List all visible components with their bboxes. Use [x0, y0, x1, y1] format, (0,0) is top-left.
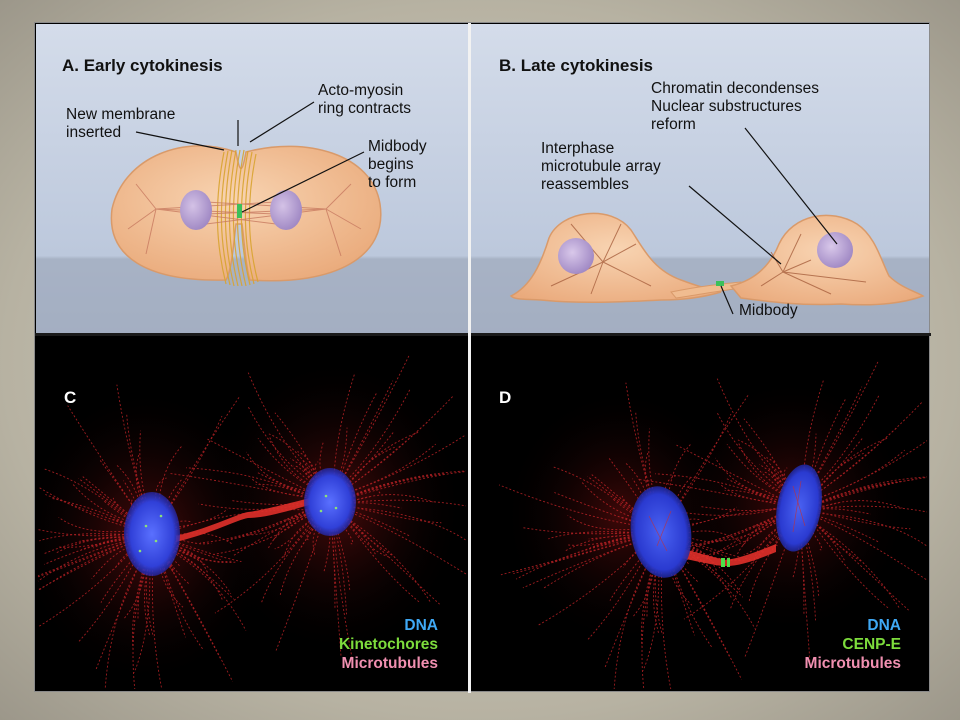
- label-new-membrane: New membrane inserted: [66, 106, 176, 141]
- panel-a-early-cytokinesis: A. Early cytokinesis New membrane insert…: [36, 24, 468, 333]
- dna-right: [304, 468, 356, 536]
- nucleus-right: [270, 190, 302, 230]
- panel-d-micrograph: D DNA CENP-E Microtubules: [471, 336, 929, 691]
- panel-d-legend: DNA CENP-E Microtubules: [805, 616, 901, 673]
- midbody: [237, 204, 242, 218]
- panel-d-fluorescence-image: [471, 336, 929, 691]
- panel-b-title: B. Late cytokinesis: [499, 56, 654, 75]
- legend-kinetochores: Kinetochores: [338, 636, 438, 653]
- cenp-e-midbody: [721, 558, 725, 567]
- label-chromatin-decondenses: Chromatin decondenses Nuclear substructu…: [651, 80, 820, 133]
- legend-dna: DNA: [404, 617, 438, 634]
- figure: A. Early cytokinesis New membrane insert…: [34, 22, 931, 693]
- panel-a-title: A. Early cytokinesis: [62, 56, 223, 75]
- panel-b-illustration: [471, 24, 929, 333]
- panel-b-late-cytokinesis: B. Late cytokinesis Chromatin decondense…: [471, 24, 929, 333]
- label-interphase-array: Interphase microtubule array reassembles: [541, 140, 661, 193]
- label-acto-myosin-ring: Acto-myosin ring contracts: [318, 82, 412, 117]
- dna-right: [776, 464, 822, 552]
- legend-microtubules: Microtubules: [341, 655, 438, 672]
- nucleus-left: [180, 190, 212, 230]
- legend-dna: DNA: [867, 617, 901, 634]
- label-midbody-forming: Midbody begins to form: [368, 138, 427, 191]
- dividing-cell: [110, 145, 382, 282]
- dna-left: [630, 486, 692, 578]
- panel-c-letter: C: [64, 388, 77, 407]
- dna-left: [124, 492, 180, 576]
- horizontal-divider: [35, 333, 931, 336]
- vertical-divider: [468, 23, 471, 693]
- panel-c-legend: DNA Kinetochores Microtubules: [339, 616, 438, 673]
- panel-a-illustration: [36, 24, 468, 333]
- legend-cenp-e: CENP-E: [842, 636, 901, 653]
- legend-microtubules: Microtubules: [804, 655, 901, 672]
- panel-d-letter: D: [499, 388, 512, 407]
- midbody: [716, 281, 724, 286]
- panel-c-fluorescence-image: [36, 336, 468, 691]
- nucleus-left: [558, 238, 594, 274]
- spindle-midzone: [176, 494, 326, 542]
- nucleus-right: [817, 232, 853, 268]
- spindle-midzone: [681, 544, 776, 566]
- kinetochores: [138, 494, 338, 553]
- panel-c-micrograph: C DNA Kinetochores Microtubules: [36, 336, 468, 691]
- label-midbody: Midbody: [739, 302, 798, 319]
